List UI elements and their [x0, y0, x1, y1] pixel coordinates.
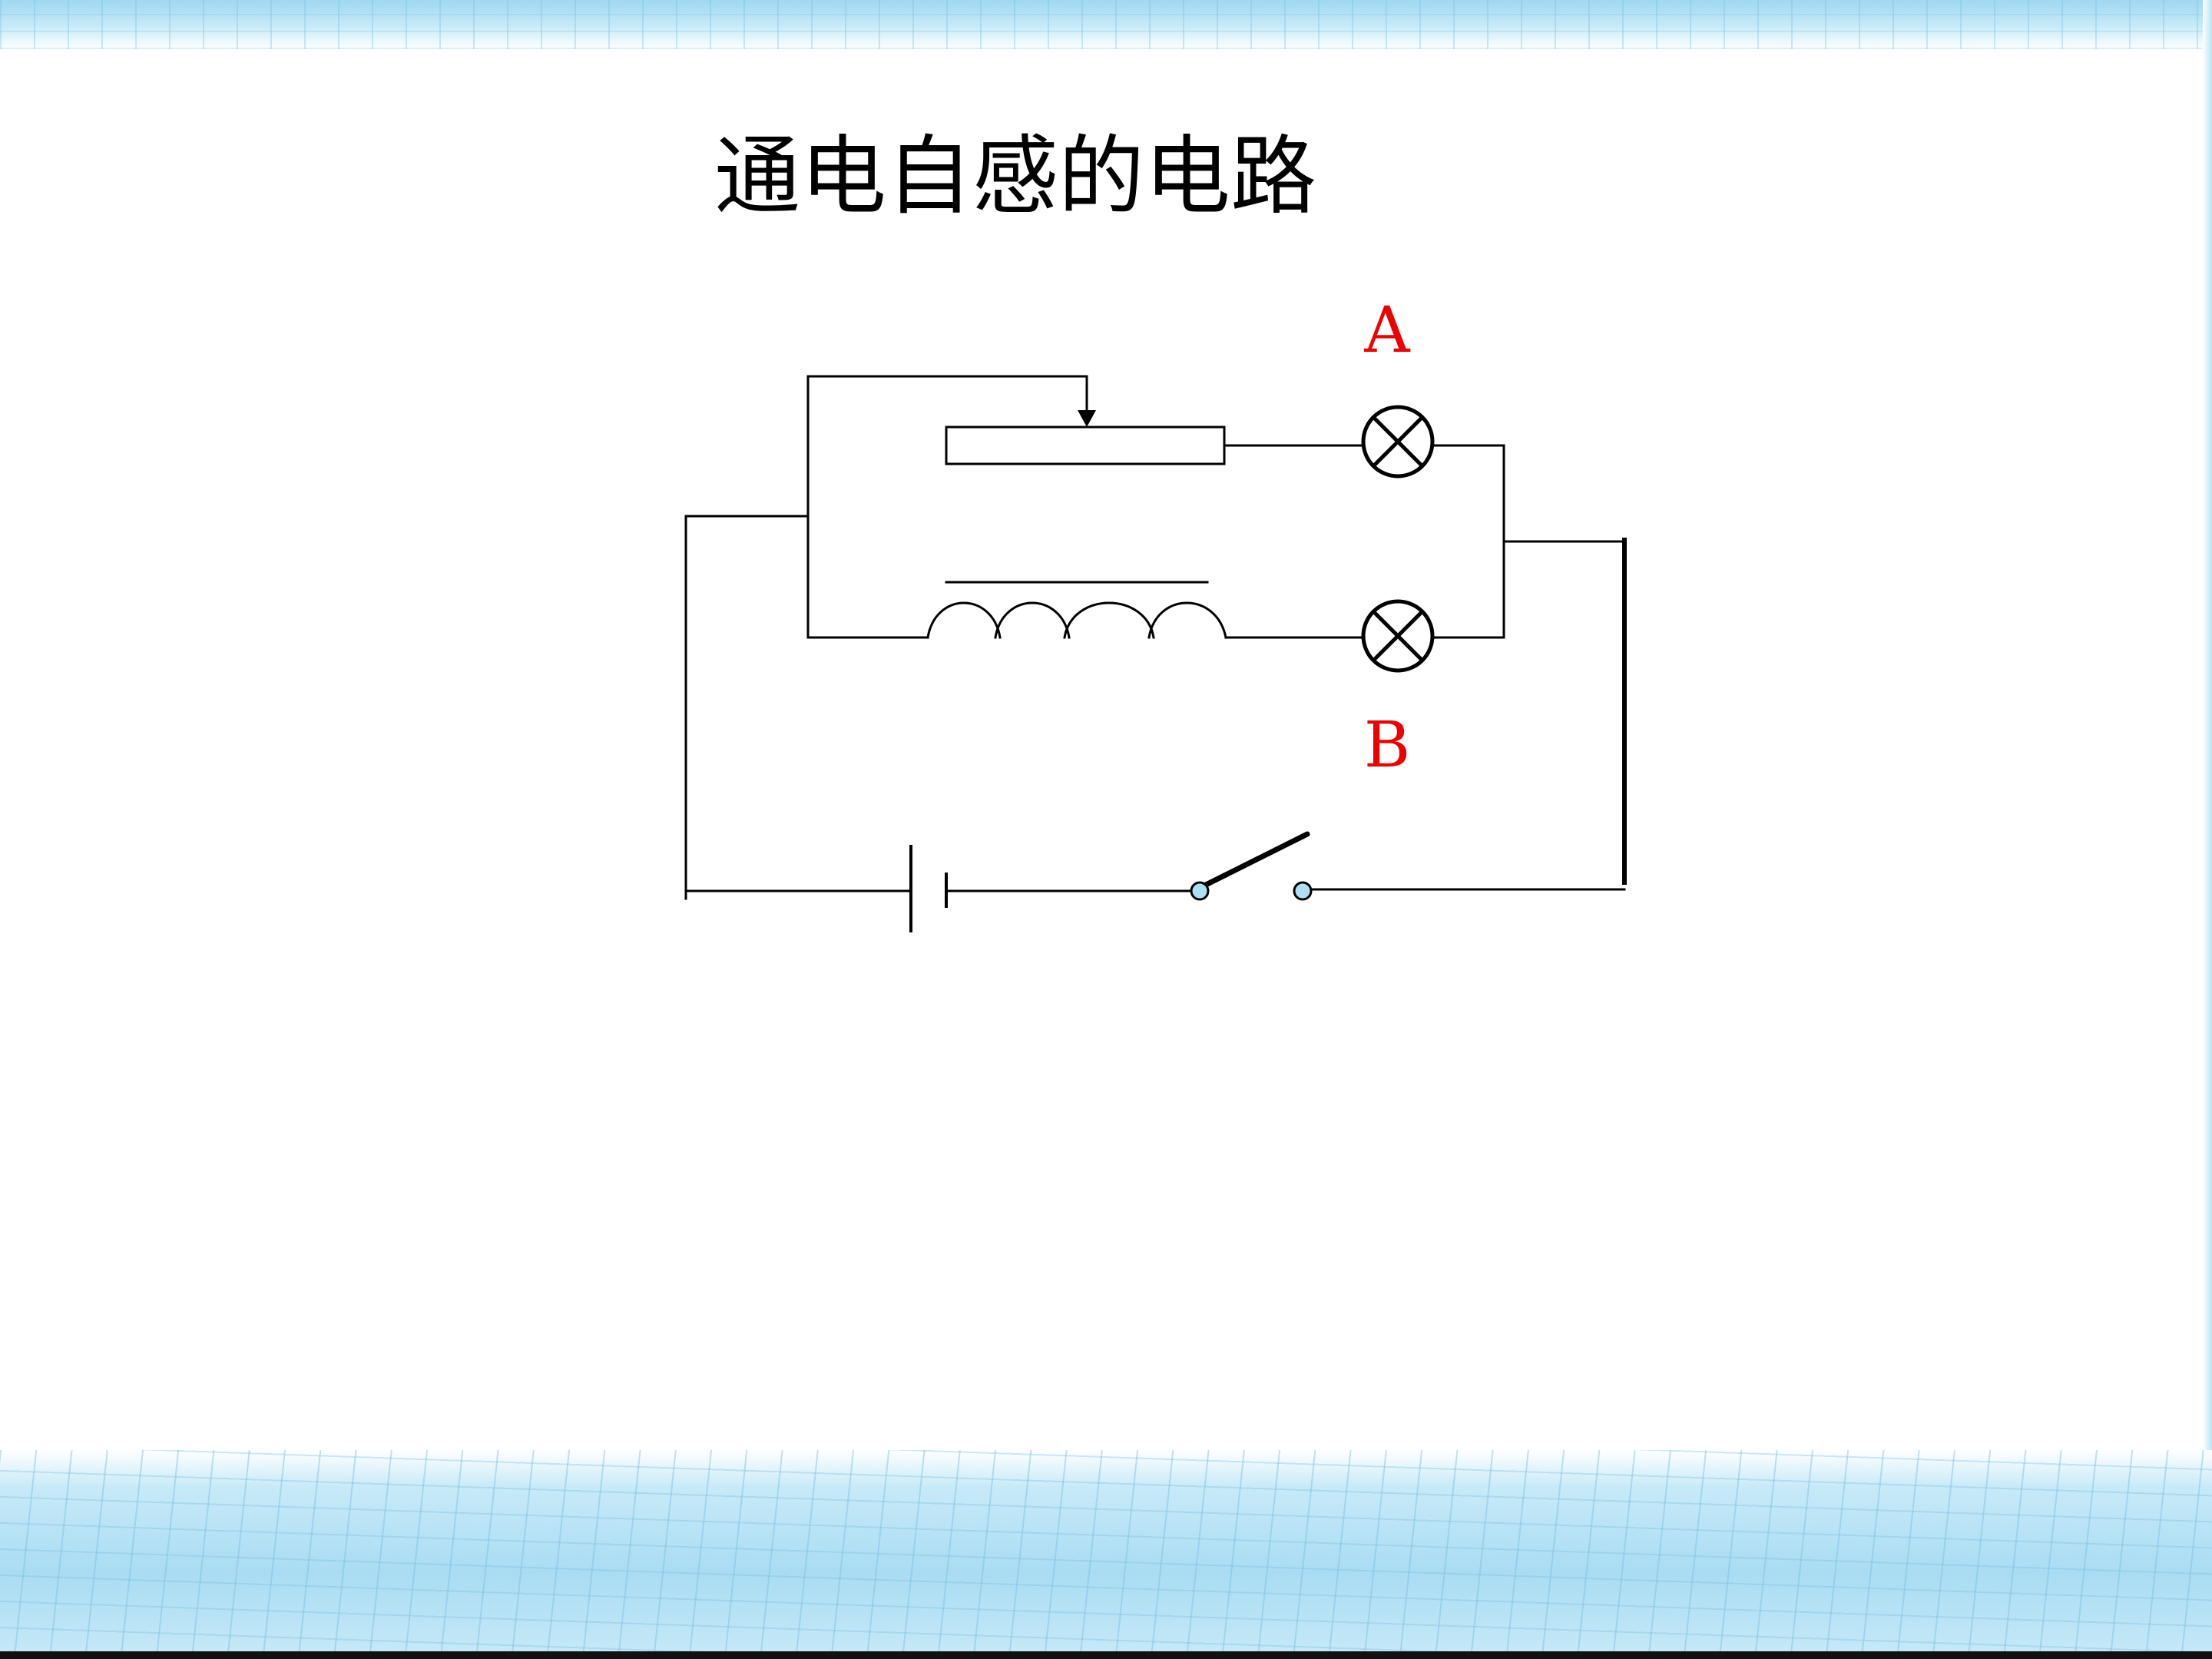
slider-wire: [806, 375, 1088, 412]
header-decoration-band: [0, 0, 2212, 49]
switch-left-terminal: [1190, 881, 1210, 901]
footer-decoration-band: [0, 1450, 2212, 1654]
lamp-a-icon: [1361, 405, 1435, 478]
switch-right-terminal: [1293, 881, 1313, 901]
slider-arrow-icon: [1078, 410, 1096, 427]
lamp-b-icon: [1361, 599, 1435, 673]
left-outer-wire: [684, 515, 810, 892]
rheostat: [945, 426, 1226, 465]
footer-edge: [0, 1651, 2212, 1659]
right-edge-decoration: [2203, 0, 2212, 1659]
lamp-a-label: A: [1363, 294, 1411, 367]
slide-title: 通电自感的电路: [714, 127, 1316, 227]
switch-blade: [1197, 831, 1310, 891]
lamp-b-label: B: [1364, 709, 1410, 782]
inductor-coil: [926, 601, 1227, 639]
